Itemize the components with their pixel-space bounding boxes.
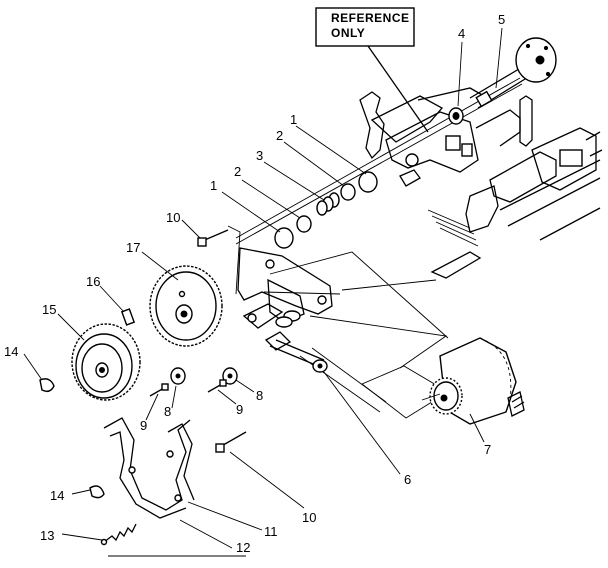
callout-12: 12 — [236, 540, 250, 555]
main-shaft-axis — [235, 77, 523, 245]
callout-2-lower: 2 — [234, 164, 241, 179]
part-2-collar-upper — [340, 183, 356, 201]
callout-10-lower: 10 — [302, 510, 316, 525]
part-2-collar-lower — [296, 215, 312, 233]
callout-8-right: 8 — [256, 388, 263, 403]
callout-3: 3 — [256, 148, 263, 163]
callout-1-lower: 1 — [210, 178, 217, 193]
part-5-flanged-shaft — [469, 37, 557, 109]
part-14-e-clip-upper — [39, 378, 55, 393]
callout-8-left: 8 — [164, 404, 171, 419]
callout-1-upper: 1 — [290, 112, 297, 127]
part-10-screw-lower — [215, 431, 247, 453]
part-10-screw-upper — [197, 229, 229, 247]
leader-lines — [23, 27, 503, 557]
part-1-bushing-lower — [274, 227, 294, 249]
part-17-large-gear — [149, 265, 223, 347]
part-9-screw-right — [207, 379, 227, 393]
reference-frame-assembly — [359, 87, 603, 279]
callout-9-left: 9 — [140, 418, 147, 433]
callout-14-upper: 14 — [4, 344, 18, 359]
callout-15: 15 — [42, 302, 56, 317]
reference-line-1: REFERENCE — [331, 11, 410, 25]
reference-only-box: REFERENCE ONLY — [315, 7, 429, 133]
callout-11: 11 — [264, 524, 278, 539]
assembly-outline-lines — [227, 225, 449, 419]
callout-5: 5 — [498, 12, 505, 27]
part-8-washer-left — [170, 367, 186, 385]
callout-9-right: 9 — [236, 402, 243, 417]
callout-17: 17 — [126, 240, 140, 255]
part-4-washer — [448, 107, 464, 125]
part-13-spring — [100, 523, 137, 546]
part-7-pinion-gear — [429, 377, 463, 415]
part-14-e-clip-lower — [89, 485, 105, 499]
part-15-gear-drum — [71, 323, 141, 401]
part-6-shaft — [264, 331, 328, 373]
callout-13: 13 — [40, 528, 54, 543]
part-11-12-lever-arms — [103, 417, 195, 519]
callout-10-upper: 10 — [166, 210, 180, 225]
reference-line-2: ONLY — [331, 26, 365, 40]
part-7-motor — [421, 337, 525, 425]
part-1-bushing-upper — [358, 171, 378, 193]
part-9-screw-left — [149, 383, 169, 397]
central-bracket — [237, 247, 333, 329]
callout-7: 7 — [484, 442, 491, 457]
shaft-parts-upper — [274, 171, 378, 249]
callout-2-upper: 2 — [276, 128, 283, 143]
part-3-spring — [316, 192, 340, 216]
part-16-pin — [120, 308, 136, 326]
callout-14-lower: 14 — [50, 488, 64, 503]
callout-4: 4 — [458, 26, 465, 41]
callout-labels: 1 1 2 2 3 4 5 6 7 8 8 9 9 10 10 11 12 13… — [4, 12, 505, 555]
callout-6: 6 — [404, 472, 411, 487]
callout-16: 16 — [86, 274, 100, 289]
